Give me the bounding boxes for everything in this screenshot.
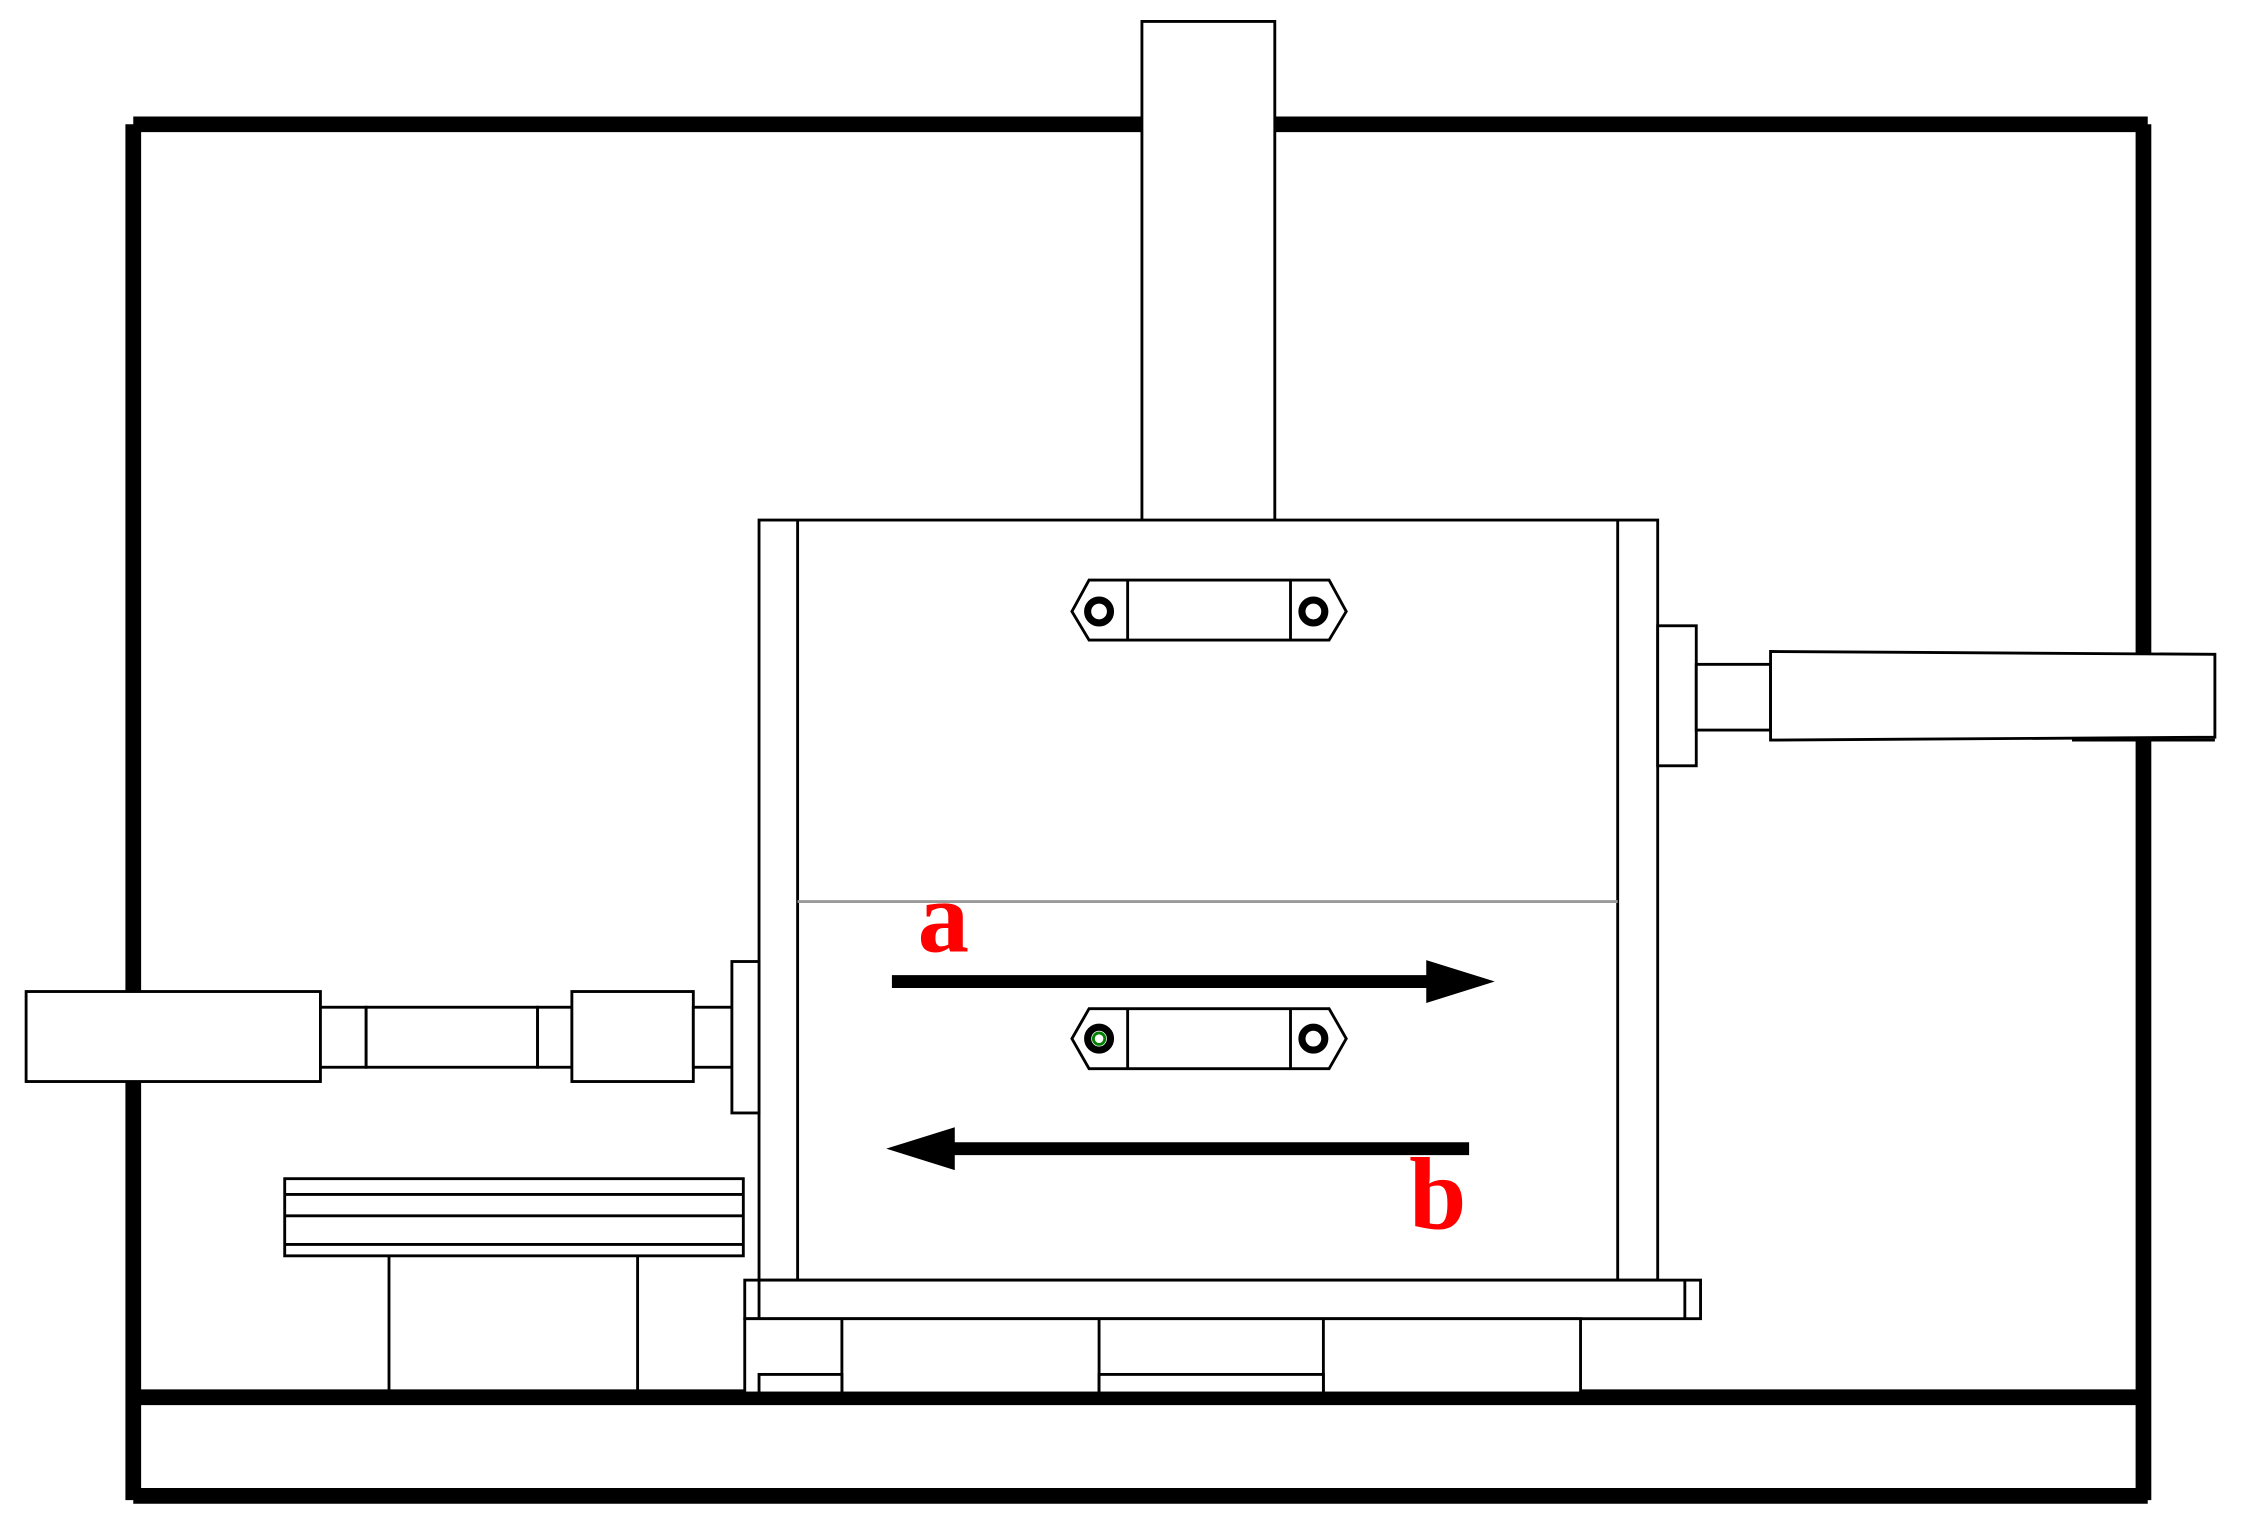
lower-clamp-bolt-right: [1298, 1023, 1329, 1054]
lower-clamp: [1070, 1007, 1348, 1071]
left-actuator-end: [691, 1005, 734, 1069]
upper-clamp-body: [1070, 578, 1348, 642]
arrow-a: [891, 960, 1495, 1003]
left-actuator-neck: [318, 1005, 368, 1069]
arrow-a-head: [1426, 960, 1495, 1003]
right-actuator-cylinder: [1769, 650, 2217, 742]
top-column: [1140, 20, 1277, 523]
lower-clamp-pin-marker: [1091, 1031, 1107, 1046]
base-foot-left: [757, 1372, 844, 1395]
lower-clamp-body: [1070, 1007, 1348, 1071]
left-actuator-collar: [536, 1005, 574, 1069]
right-actuator-mount: [1656, 624, 1698, 768]
arrow-b-head: [886, 1127, 955, 1171]
left-actuator-rod: [364, 1005, 540, 1069]
right-actuator: [1656, 624, 2217, 768]
left-actuator-coupler: [570, 990, 695, 1083]
left-actuator-cylinder: [24, 990, 322, 1083]
side-table: [283, 1177, 745, 1395]
arrow-b: [886, 1127, 1470, 1171]
base-foot-center: [1097, 1372, 1325, 1395]
right-actuator-rod: [1694, 662, 1772, 732]
base-plate: [743, 1278, 1702, 1321]
upper-clamp: [1070, 578, 1348, 642]
left-actuator-mount: [730, 960, 761, 1115]
base-platform: [743, 1278, 1702, 1395]
base-block: [743, 1317, 1582, 1395]
label-b: b: [1409, 1138, 1466, 1252]
upper-clamp-bolt-left: [1084, 596, 1115, 627]
label-a: a: [918, 861, 969, 975]
left-actuator: [24, 960, 761, 1115]
lower-clamp-bolt-left: [1084, 1023, 1115, 1054]
upper-clamp-bolt-right: [1298, 596, 1329, 627]
